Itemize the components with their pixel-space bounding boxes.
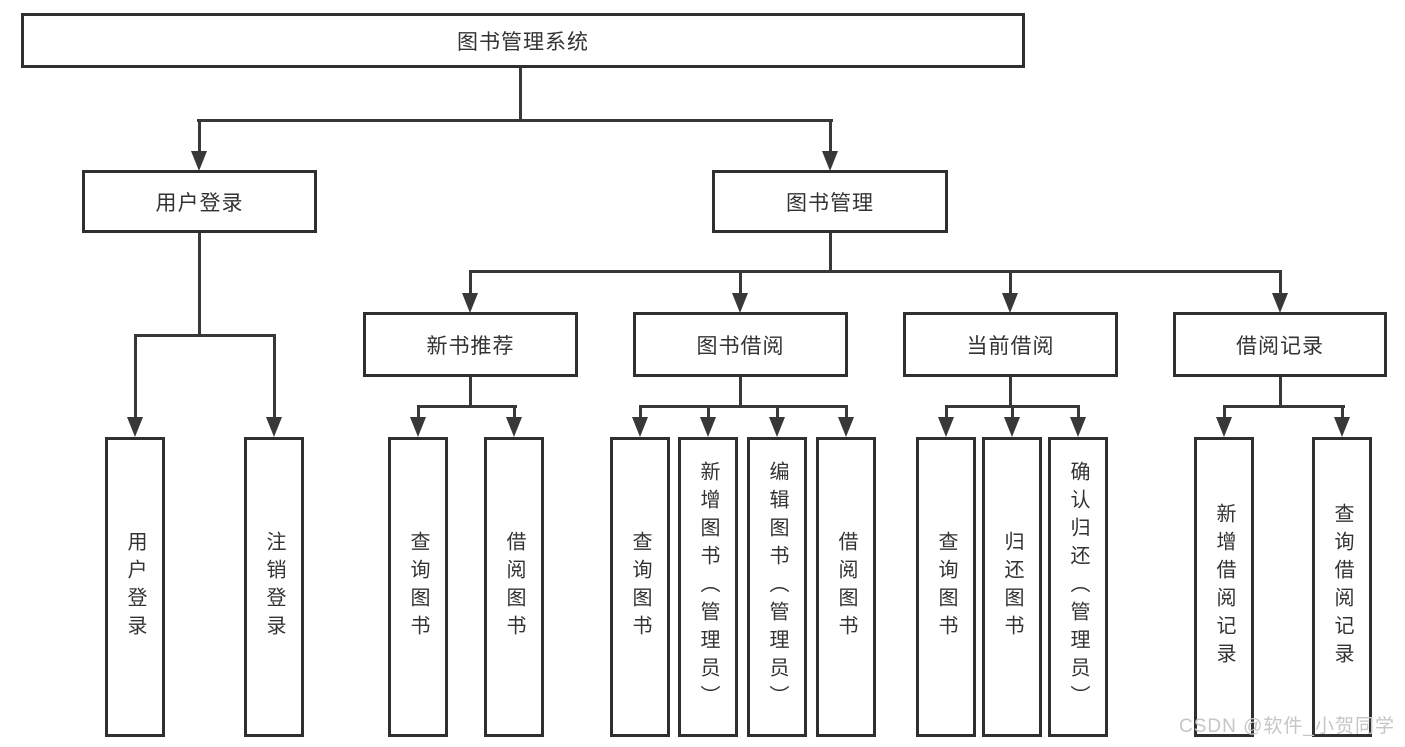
leaf-query-books-current: 查询图书 bbox=[916, 437, 976, 737]
node-current-borrowing: 当前借阅 bbox=[903, 312, 1118, 377]
connector-line bbox=[519, 68, 522, 122]
node-book-borrowing: 图书借阅 bbox=[633, 312, 848, 377]
connector-line bbox=[417, 405, 517, 408]
leaf-add-borrow-record: 新增借阅记录 bbox=[1194, 437, 1254, 737]
leaf-add-books-admin: 新增图书（管理员） bbox=[678, 437, 738, 737]
node-borrowing-records: 借阅记录 bbox=[1173, 312, 1387, 377]
leaf-borrow-books: 借阅图书 bbox=[816, 437, 876, 737]
connector-line bbox=[1279, 377, 1282, 408]
arrow-down-icon bbox=[1002, 293, 1018, 313]
node-label: 借阅记录 bbox=[1236, 334, 1324, 358]
connector-line bbox=[198, 119, 201, 155]
leaf-query-books-recommend: 查询图书 bbox=[388, 437, 448, 737]
leaf-label: 归还图书 bbox=[1001, 531, 1023, 643]
arrow-down-icon bbox=[632, 417, 648, 437]
leaf-label: 借阅图书 bbox=[503, 531, 525, 643]
connector-line bbox=[776, 405, 779, 419]
arrow-down-icon bbox=[1070, 417, 1086, 437]
node-label: 用户登录 bbox=[155, 191, 244, 215]
connector-line bbox=[469, 377, 472, 408]
node-new-book-recommendation: 新书推荐 bbox=[363, 312, 578, 377]
connector-line bbox=[829, 119, 832, 155]
arrow-down-icon bbox=[191, 151, 207, 171]
connector-line bbox=[417, 405, 420, 419]
leaf-label: 查询图书 bbox=[629, 531, 651, 643]
leaf-label: 借阅图书 bbox=[835, 531, 857, 643]
node-book-management: 图书管理 bbox=[712, 170, 948, 233]
connector-line bbox=[639, 405, 848, 408]
node-label: 图书借阅 bbox=[696, 334, 785, 358]
connector-line bbox=[639, 405, 642, 419]
connector-line bbox=[1009, 270, 1012, 296]
connector-line bbox=[1009, 377, 1012, 408]
connector-line bbox=[1341, 405, 1344, 419]
connector-line bbox=[197, 119, 833, 122]
leaf-user-login: 用户登录 bbox=[105, 437, 165, 737]
leaf-edit-books-admin: 编辑图书（管理员） bbox=[747, 437, 807, 737]
watermark: CSDN @软件_小贺同学 bbox=[1179, 716, 1395, 737]
node-label: 新书推荐 bbox=[426, 334, 515, 358]
leaf-query-books-borrowing: 查询图书 bbox=[610, 437, 670, 737]
arrow-down-icon bbox=[462, 293, 478, 313]
leaf-label: 查询借阅记录 bbox=[1331, 503, 1353, 671]
connector-line bbox=[707, 405, 710, 419]
arrow-down-icon bbox=[506, 417, 522, 437]
connector-line bbox=[829, 233, 832, 273]
arrow-down-icon bbox=[1216, 417, 1232, 437]
connector-line bbox=[739, 377, 742, 408]
arrow-down-icon bbox=[769, 417, 785, 437]
connector-line bbox=[945, 405, 948, 419]
connector-line bbox=[469, 270, 1282, 273]
connector-line bbox=[469, 270, 472, 296]
leaf-label: 用户登录 bbox=[124, 531, 146, 643]
connector-line bbox=[273, 334, 276, 420]
node-library-management-system: 图书管理系统 bbox=[21, 13, 1025, 68]
arrow-down-icon bbox=[732, 293, 748, 313]
leaf-label: 新增借阅记录 bbox=[1213, 503, 1235, 671]
connector-line bbox=[198, 233, 201, 337]
leaf-logout: 注销登录 bbox=[244, 437, 304, 737]
arrow-down-icon bbox=[1004, 417, 1020, 437]
arrow-down-icon bbox=[127, 417, 143, 437]
node-label: 当前借阅 bbox=[966, 334, 1055, 358]
connector-line bbox=[1011, 405, 1014, 419]
leaf-borrow-books-recommend: 借阅图书 bbox=[484, 437, 544, 737]
arrow-down-icon bbox=[410, 417, 426, 437]
leaf-label: 确认归还（管理员） bbox=[1067, 461, 1089, 713]
arrow-down-icon bbox=[938, 417, 954, 437]
leaf-label: 查询图书 bbox=[407, 531, 429, 643]
node-label: 图书管理 bbox=[786, 191, 874, 215]
leaf-label: 注销登录 bbox=[263, 531, 285, 643]
arrow-down-icon bbox=[1334, 417, 1350, 437]
arrow-down-icon bbox=[700, 417, 716, 437]
connector-line bbox=[1223, 405, 1345, 408]
connector-line bbox=[134, 334, 137, 420]
arrow-down-icon bbox=[822, 151, 838, 171]
connector-line bbox=[1279, 270, 1282, 296]
node-user-login: 用户登录 bbox=[82, 170, 317, 233]
arrow-down-icon bbox=[1272, 293, 1288, 313]
leaf-confirm-return-admin: 确认归还（管理员） bbox=[1048, 437, 1108, 737]
connector-line bbox=[1223, 405, 1226, 419]
connector-line bbox=[1077, 405, 1080, 419]
leaf-label: 查询图书 bbox=[935, 531, 957, 643]
leaf-label: 新增图书（管理员） bbox=[697, 461, 719, 713]
arrow-down-icon bbox=[266, 417, 282, 437]
connector-line bbox=[845, 405, 848, 419]
node-label: 图书管理系统 bbox=[457, 30, 589, 54]
leaf-label: 编辑图书（管理员） bbox=[766, 461, 788, 713]
leaf-return-books: 归还图书 bbox=[982, 437, 1042, 737]
connector-line bbox=[134, 334, 276, 337]
connector-line bbox=[513, 405, 516, 419]
arrow-down-icon bbox=[838, 417, 854, 437]
leaf-query-borrow-record: 查询借阅记录 bbox=[1312, 437, 1372, 737]
connector-line bbox=[739, 270, 742, 296]
